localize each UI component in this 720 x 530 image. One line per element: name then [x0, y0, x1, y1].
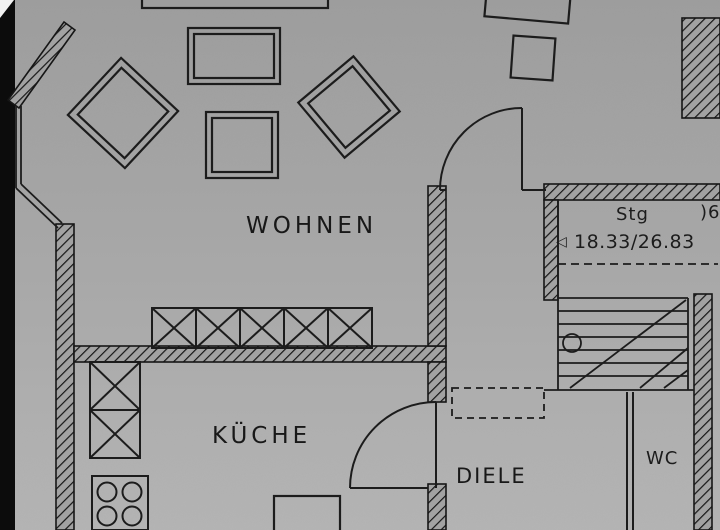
scan-edge-bar — [0, 0, 15, 530]
kitchen-counter-x-icon — [151, 307, 373, 349]
door-kitchen-to-hall — [349, 401, 437, 489]
furniture-armchair-right — [296, 54, 402, 160]
furniture-cropped-top-right — [483, 0, 574, 25]
wall-pier-top-right — [681, 17, 720, 119]
dashed-opening-outline — [451, 387, 545, 419]
furniture-table — [186, 26, 282, 86]
furniture-sideboard-top — [140, 0, 330, 10]
wall-left-exterior — [55, 223, 75, 530]
stairs-direction-marker: ◁ — [556, 234, 567, 250]
room-label-hall: DIELE — [456, 464, 527, 488]
wall-center-vertical-stub — [427, 483, 447, 530]
room-label-kitchen: KÜCHE — [212, 421, 311, 449]
wall-wc-partition — [626, 392, 634, 530]
column-circle — [562, 333, 582, 353]
furniture-seat — [204, 110, 280, 180]
scan-corner-notch — [0, 0, 14, 18]
wall-center-vertical-upper — [427, 185, 447, 347]
wall-kitchen-horizontal — [73, 345, 447, 363]
stair-walk-line — [569, 299, 687, 389]
stair-treads-icon — [544, 200, 694, 391]
walls-group — [6, 17, 720, 530]
furniture-armchair-left — [66, 56, 180, 170]
kitchen-units-left — [89, 361, 141, 459]
wall-right-exterior-lower — [693, 293, 713, 530]
stairs-edge-fragment: )6 — [700, 202, 720, 223]
wall-upper-right-horizontal — [543, 183, 720, 201]
furniture-small-square — [509, 34, 557, 82]
bay-window-glazing — [15, 106, 63, 229]
stairs-dimension: 18.33/26.83 — [574, 231, 695, 253]
furniture-table-bottom — [272, 494, 342, 530]
door-swing-arc-icon — [349, 401, 437, 489]
room-label-wc: WC — [646, 448, 678, 469]
door-living-to-stairhall — [439, 107, 546, 191]
door-swing-arc-icon — [439, 107, 523, 191]
wall-bay-diagonal — [6, 20, 77, 110]
stairs-label: Stg — [616, 204, 649, 225]
wall-stair-left — [543, 199, 559, 301]
room-label-living: WOHNEN — [246, 213, 377, 239]
furniture-group — [66, 0, 574, 530]
wall-center-vertical-mid — [427, 361, 447, 403]
stove-burners-icon — [91, 475, 149, 530]
